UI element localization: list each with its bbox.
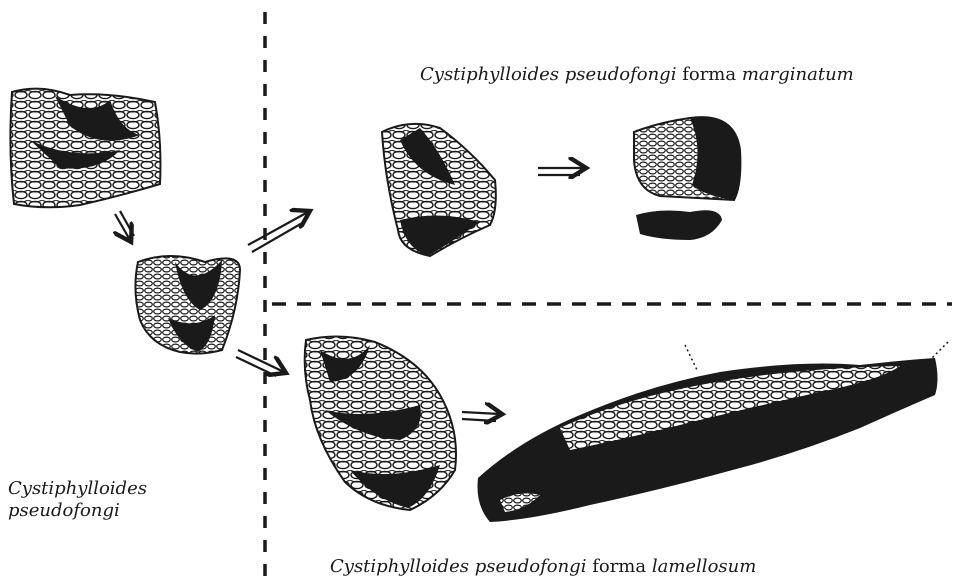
lamellosum-specimen-1 xyxy=(305,336,456,510)
marginatum-specimen-1 xyxy=(382,124,496,256)
arrow-lamellosum-stage xyxy=(462,412,500,421)
label-forma-name: lamellosum xyxy=(652,556,756,577)
lamellosum-specimen-2 xyxy=(478,342,949,522)
label-base-species: Cystiphylloides pseudofongi xyxy=(8,478,147,522)
marginatum-specimen-2 xyxy=(634,117,740,240)
base-specimen-small xyxy=(135,256,240,354)
arrow-to-marginatum xyxy=(248,212,308,252)
base-specimen-large xyxy=(10,89,160,208)
label-genus: Cystiphylloides xyxy=(420,64,559,85)
label-genus: Cystiphylloides xyxy=(8,478,147,499)
label-forma-lamellosum: Cystiphylloides pseudofongi forma lamell… xyxy=(330,556,756,578)
label-species: pseudofongi xyxy=(475,556,587,577)
label-species: pseudofongi xyxy=(565,64,677,85)
label-species: pseudofongi xyxy=(8,500,120,521)
arrow-down-base xyxy=(115,211,134,240)
arrow-marginatum-stage xyxy=(538,168,584,175)
arrow-to-lamellosum xyxy=(236,350,284,376)
label-genus: Cystiphylloides xyxy=(330,556,469,577)
label-forma-marginatum: Cystiphylloides pseudofongi forma margin… xyxy=(420,64,854,86)
label-forma-word: forma xyxy=(682,64,736,85)
label-forma-name: marginatum xyxy=(742,64,854,85)
label-forma-word: forma xyxy=(592,556,646,577)
